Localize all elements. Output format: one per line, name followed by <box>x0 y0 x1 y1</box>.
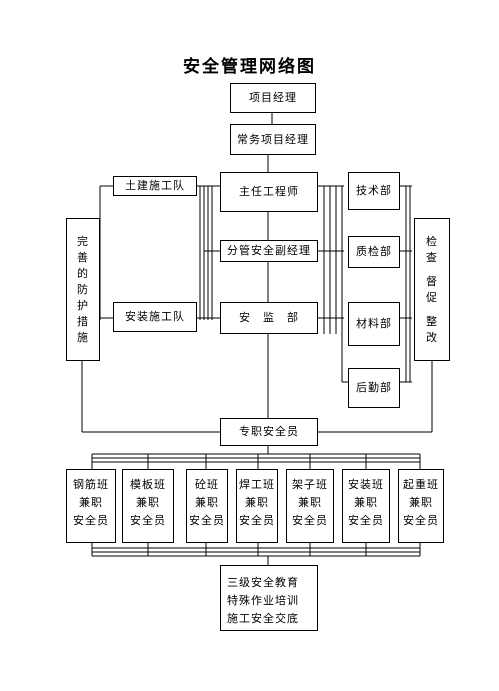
node-logistics-dept: 后勤部 <box>348 368 400 408</box>
diagram-title: 安全管理网络图 <box>183 57 316 77</box>
node-team: 模板班兼职安全员 <box>122 469 174 543</box>
node-deputy-manager: 分管安全副经理 <box>220 240 318 262</box>
node-project-manager: 项目经理 <box>230 83 316 113</box>
node-material-dept: 材料部 <box>348 302 400 346</box>
node-protective-measures: 完 善 的 防 护 措 施 <box>66 218 100 361</box>
node-quality-dept: 质检部 <box>348 236 400 268</box>
node-team: 起重班兼职安全员 <box>398 469 444 543</box>
node-team: 焊工班兼职安全员 <box>236 469 278 543</box>
node-install-team: 安装施工队 <box>113 302 197 332</box>
node-chief-engineer: 主任工程师 <box>220 172 318 212</box>
node-tech-dept: 技术部 <box>348 172 400 210</box>
node-team: 砼班兼职安全员 <box>186 469 228 543</box>
node-safety-dept: 安 监 部 <box>220 302 318 334</box>
node-safety-officer: 专职安全员 <box>220 418 318 446</box>
node-team: 架子班兼职安全员 <box>286 469 334 543</box>
node-inspect-supervise-rectify: 检 查 督 促 整 改 <box>414 218 450 361</box>
node-training: 三级安全教育 特殊作业培训 施工安全交底 <box>220 565 318 631</box>
node-exec-project-manager: 常务项目经理 <box>230 124 316 155</box>
node-team: 钢筋班兼职安全员 <box>66 469 116 543</box>
node-team: 安装班兼职安全员 <box>342 469 390 543</box>
node-civil-team: 土建施工队 <box>113 176 197 196</box>
